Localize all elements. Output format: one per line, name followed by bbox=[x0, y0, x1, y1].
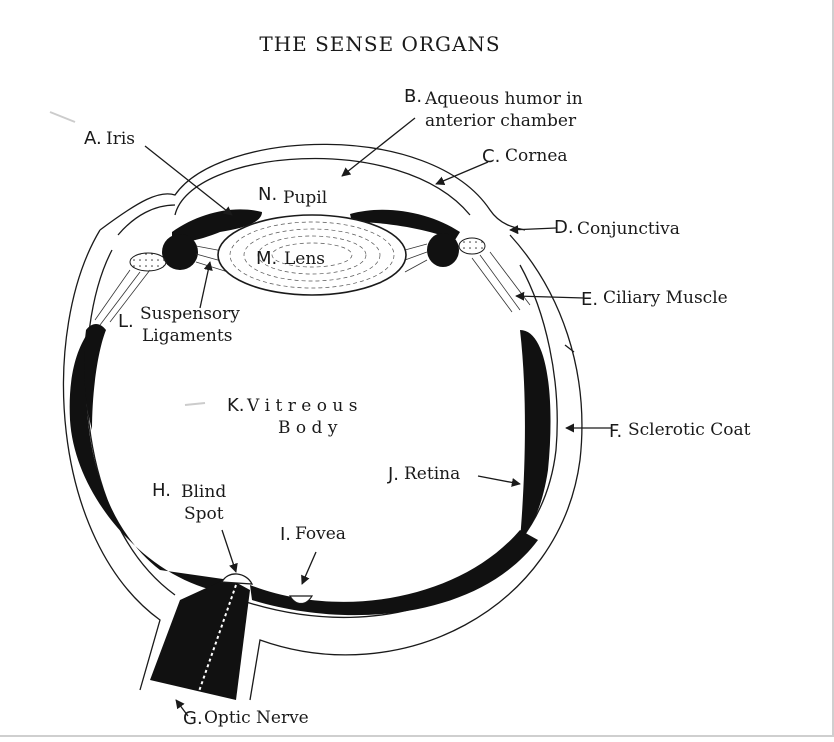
pointer-aqueous bbox=[341, 117, 416, 177]
svg-text:Pupil: Pupil bbox=[283, 188, 327, 208]
lens-texture bbox=[229, 221, 395, 289]
scan-mark bbox=[49, 111, 76, 123]
svg-text:J.: J. bbox=[387, 464, 399, 485]
label-lens: M. Lens bbox=[256, 248, 325, 269]
cornea-inner bbox=[174, 157, 471, 216]
pointer-cornea bbox=[435, 161, 489, 185]
svg-text:Conjunctiva: Conjunctiva bbox=[577, 219, 680, 239]
lens-shape bbox=[217, 214, 407, 296]
svg-text:Lens: Lens bbox=[284, 249, 325, 269]
pointer-fovea bbox=[301, 551, 317, 585]
fovea-shape bbox=[288, 595, 314, 605]
svg-text:Suspensory: Suspensory bbox=[140, 304, 240, 324]
svg-text:C.: C. bbox=[482, 146, 500, 167]
pointer-optic-nerve bbox=[175, 699, 189, 717]
choroid-line bbox=[85, 249, 558, 619]
svg-text:Iris: Iris bbox=[106, 129, 135, 149]
conjunctiva-shape bbox=[117, 204, 176, 236]
label-blind-spot: H. Blind Spot bbox=[152, 480, 226, 524]
svg-text:A.: A. bbox=[84, 128, 102, 149]
svg-text:K.: K. bbox=[227, 395, 245, 416]
scan-mark bbox=[184, 402, 206, 406]
label-retina: J. Retina bbox=[387, 464, 460, 485]
pointer-iris bbox=[144, 145, 233, 216]
pointer-ciliary bbox=[515, 291, 585, 301]
optic-nerve bbox=[150, 578, 250, 700]
label-cornea: C. Cornea bbox=[482, 146, 568, 167]
iris-left bbox=[172, 209, 262, 243]
optic-nerve-center bbox=[195, 584, 237, 701]
svg-text:Spot: Spot bbox=[184, 504, 224, 524]
svg-text:Aqueous humor in: Aqueous humor in bbox=[424, 89, 583, 109]
retina-left-upper bbox=[84, 324, 106, 430]
svg-text:Blind: Blind bbox=[181, 482, 226, 502]
ciliary-body-left bbox=[162, 234, 198, 270]
pointer-blind-spot bbox=[221, 529, 238, 573]
svg-text:M.: M. bbox=[256, 248, 277, 269]
svg-text:E.: E. bbox=[581, 289, 598, 310]
svg-text:Ligaments: Ligaments bbox=[142, 326, 232, 346]
cornea-shape bbox=[99, 143, 526, 231]
suspensory-ligaments-right bbox=[404, 243, 531, 313]
label-vitreous-body: K. V i t r e o u s B o d y bbox=[227, 395, 357, 438]
blind-spot-shape bbox=[220, 573, 254, 585]
svg-text:H.: H. bbox=[152, 480, 171, 501]
label-conjunctiva: D. Conjunctiva bbox=[554, 217, 680, 239]
svg-text:G.: G. bbox=[183, 708, 203, 729]
diagram-title: THE SENSE ORGANS bbox=[259, 32, 500, 56]
svg-text:Ciliary Muscle: Ciliary Muscle bbox=[603, 288, 728, 308]
label-aqueous-humor: B. Aqueous humor in anterior chamber bbox=[404, 86, 583, 131]
retina-bottom bbox=[250, 530, 538, 616]
label-pupil: N. Pupil bbox=[258, 184, 327, 208]
svg-text:Cornea: Cornea bbox=[505, 146, 568, 166]
pointer-suspensory bbox=[199, 261, 213, 309]
svg-text:L.: L. bbox=[118, 311, 134, 332]
svg-text:Optic Nerve: Optic Nerve bbox=[204, 708, 309, 728]
svg-text:D.: D. bbox=[554, 217, 574, 238]
svg-text:F.: F. bbox=[609, 421, 622, 442]
label-sclerotic-coat: F. Sclerotic Coat bbox=[609, 420, 751, 442]
svg-text:N.: N. bbox=[258, 184, 277, 205]
label-suspensory-ligaments: L. Suspensory Ligaments bbox=[118, 304, 240, 346]
svg-text:I.: I. bbox=[280, 524, 291, 545]
sclerotic-coat-shape bbox=[62, 229, 583, 701]
pointer-retina bbox=[477, 475, 521, 487]
retina-right bbox=[520, 330, 551, 540]
pointer-ciliary-right-line bbox=[564, 344, 575, 353]
pointer-conjunctiva bbox=[509, 225, 557, 235]
frame-bottom-edge bbox=[0, 735, 834, 737]
svg-text:B.: B. bbox=[404, 86, 422, 107]
svg-text:Fovea: Fovea bbox=[295, 524, 346, 544]
ciliary-dots-left bbox=[129, 252, 167, 272]
frame-right-edge bbox=[832, 0, 834, 737]
svg-text:Sclerotic Coat: Sclerotic Coat bbox=[628, 420, 751, 440]
ciliary-body-right bbox=[427, 233, 459, 267]
svg-text:V i t r e o u s: V i t r e o u s bbox=[246, 396, 357, 416]
svg-text:anterior chamber: anterior chamber bbox=[425, 111, 577, 131]
label-fovea: I. Fovea bbox=[280, 524, 346, 545]
iris-right bbox=[350, 209, 460, 240]
label-ciliary-muscle: E. Ciliary Muscle bbox=[581, 288, 728, 310]
ciliary-dots-right bbox=[458, 237, 486, 255]
svg-text:B o d y: B o d y bbox=[278, 418, 338, 438]
label-optic-nerve: G. Optic Nerve bbox=[183, 708, 309, 729]
label-iris: A. Iris bbox=[84, 128, 135, 149]
svg-text:Retina: Retina bbox=[404, 464, 460, 484]
